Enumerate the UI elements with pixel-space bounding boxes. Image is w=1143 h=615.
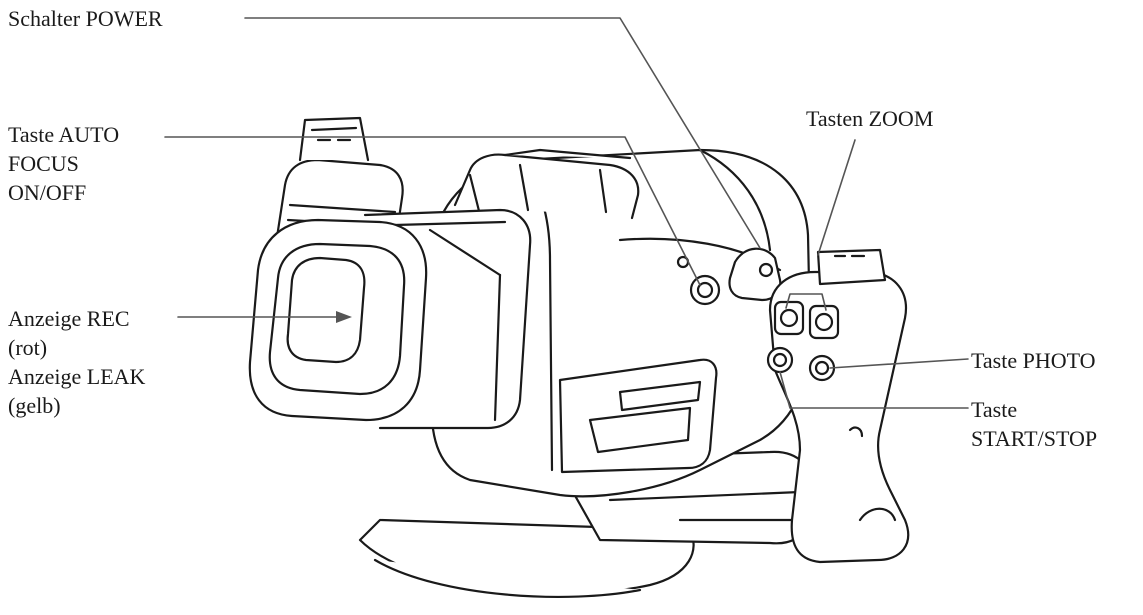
callout-rec-indicator: Anzeige REC (rot) (8, 304, 130, 362)
callout-leak-line-2: (gelb) (8, 393, 61, 418)
callout-power-line-1: Schalter POWER (8, 6, 163, 31)
top-handle (453, 148, 640, 220)
callout-autofocus-line-2: FOCUS (8, 151, 79, 176)
leader-lines (164, 17, 969, 409)
callout-rec-line-1: Anzeige REC (8, 306, 130, 331)
leader-zoom-bracket (785, 293, 827, 311)
callout-rec-line-2: (rot) (8, 335, 48, 360)
callout-photo-line-1: Taste PHOTO (971, 348, 1096, 373)
callout-zoom-buttons: Tasten ZOOM (806, 104, 933, 133)
grip-handle (766, 248, 910, 564)
leader-arrowheads (336, 311, 352, 323)
arrowhead-rec (336, 311, 352, 323)
callout-startstop-line-2: START/STOP (971, 426, 1098, 451)
leader-autofocus (164, 136, 701, 286)
leader-startstop (779, 371, 969, 409)
callout-start-stop-button: Taste START/STOP (971, 395, 1097, 453)
callout-auto-focus-button: Taste AUTO FOCUS ON/OFF (8, 120, 119, 207)
callout-photo-button: Taste PHOTO (971, 346, 1096, 375)
callout-autofocus-line-1: Taste AUTO (8, 122, 120, 147)
callout-leak-line-1: Anzeige LEAK (8, 364, 146, 389)
side-latch (558, 358, 718, 474)
leader-photo (829, 358, 969, 369)
leader-power (244, 17, 761, 249)
callout-autofocus-line-3: ON/OFF (8, 180, 87, 205)
callout-leak-indicator: Anzeige LEAK (gelb) (8, 362, 145, 420)
leader-zoom (817, 139, 856, 256)
callout-startstop-line-1: Taste (971, 397, 1018, 422)
callout-zoom-line-1: Tasten ZOOM (806, 106, 934, 131)
callout-power-switch: Schalter POWER (8, 4, 163, 33)
